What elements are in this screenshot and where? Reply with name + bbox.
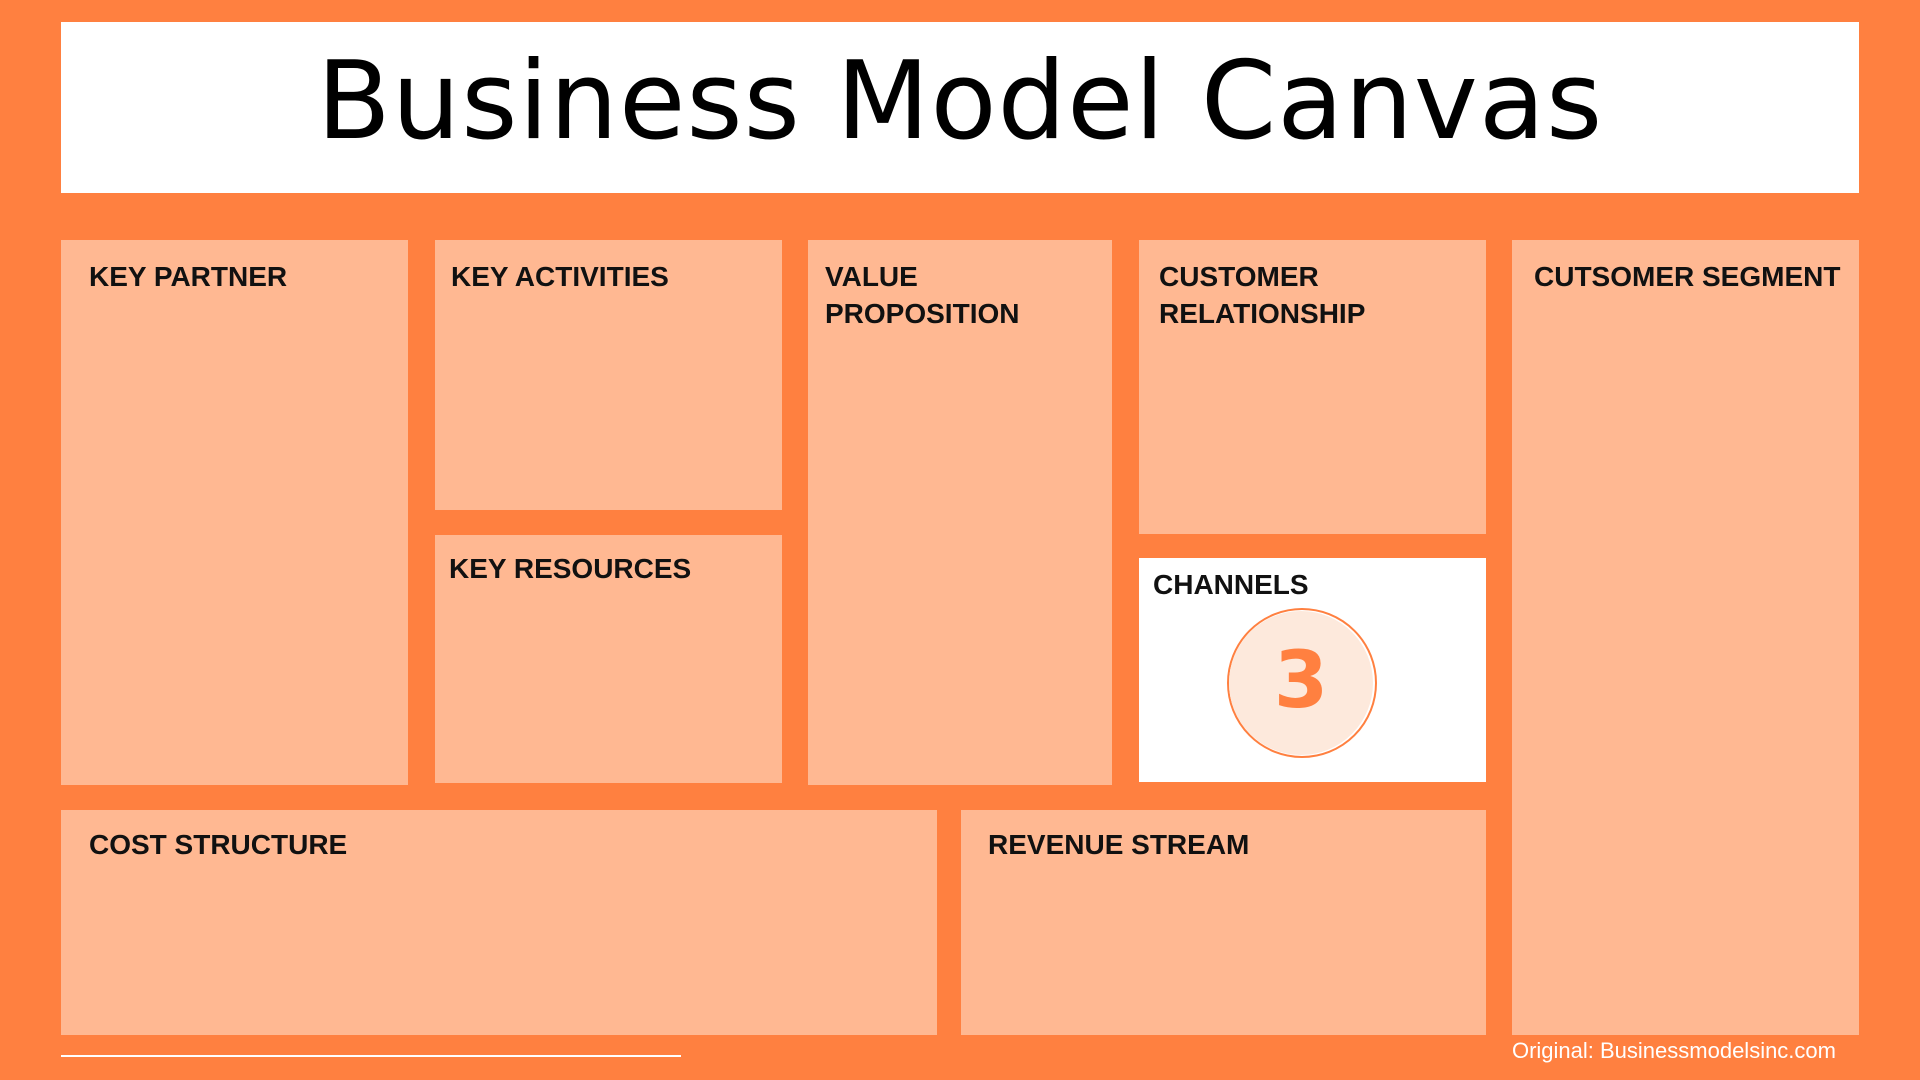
block-label-channels: CHANNELS (1153, 569, 1309, 600)
block-label-value-proposition: VALUE PROPOSITION (825, 261, 1020, 329)
block-revenue-stream: REVENUE STREAM (961, 810, 1486, 1035)
block-label-key-resources: KEY RESOURCES (449, 553, 692, 584)
block-channels: CHANNELS 3 (1139, 558, 1486, 782)
step-number-badge-inner: 3 (1229, 611, 1373, 755)
block-label-customer-segment: CUTSOMER SEGMENT (1534, 261, 1841, 292)
source-credit: Original: Businessmodelsinc.com (1511, 1038, 1836, 1063)
block-label-revenue-stream: REVENUE STREAM (988, 829, 1250, 860)
step-number: 3 (1273, 636, 1329, 726)
block-label-key-partner: KEY PARTNER (89, 261, 288, 292)
title-bar: Business Model Canvas (61, 22, 1859, 193)
block-customer-relationship: CUSTOMER RELATIONSHIP (1139, 240, 1486, 534)
block-label-key-activities: KEY ACTIVITIES (451, 261, 669, 292)
footer-divider (61, 1055, 681, 1057)
block-customer-segment: CUTSOMER SEGMENT (1512, 240, 1859, 1035)
step-number-badge: 3 (1227, 608, 1377, 758)
block-cost-structure: COST STRUCTURE (61, 810, 937, 1035)
block-label-cost-structure: COST STRUCTURE (89, 829, 348, 860)
block-key-partner: KEY PARTNER (61, 240, 408, 785)
block-key-resources: KEY RESOURCES (435, 535, 782, 783)
block-label-customer-relationship: CUSTOMER RELATIONSHIP (1159, 261, 1366, 329)
block-key-activities: KEY ACTIVITIES (435, 240, 782, 510)
page-title: Business Model Canvas (316, 39, 1604, 164)
block-value-proposition: VALUE PROPOSITION (808, 240, 1112, 785)
